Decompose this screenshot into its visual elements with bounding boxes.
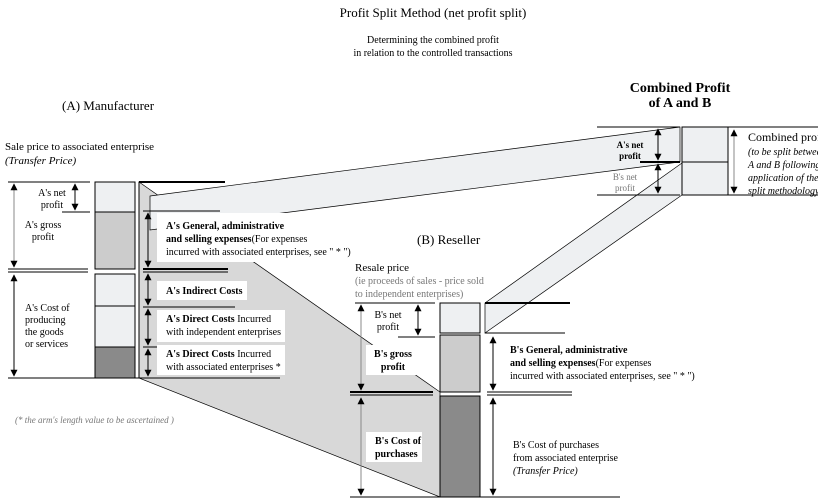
b-gross-profit-label: B's gross (374, 349, 412, 360)
combined-note: (to be split between (748, 147, 818, 158)
a-direct-indep-label-b: Incurred (235, 314, 271, 325)
b-cost-purchases-label: B's Cost of purchases (513, 440, 599, 451)
a-general-label: A's General, administrative (166, 221, 285, 232)
a-indirect-costs-label: A's Indirect Costs (166, 286, 243, 297)
b-cost-purchases-label-3: (Transfer Price) (513, 466, 578, 477)
a-cost-label: A's Cost of (25, 303, 70, 314)
b-cost-purchases-label-2: from associated enterprise (513, 453, 619, 464)
a-direct-assoc-label-b: Incurred (235, 349, 271, 360)
combined-b-net-label: B's net (613, 172, 638, 182)
combined-note-4: split methodology) (748, 186, 818, 197)
manufacturer-heading: (A) Manufacturer (62, 98, 155, 113)
diagram-title: Profit Split Method (net profit split) (340, 5, 527, 20)
combined-heading: Combined Profit (630, 81, 731, 96)
reseller-heading: (B) Reseller (417, 232, 481, 247)
a-cost-label-4: or services (25, 339, 68, 350)
b-net-profit-label-2: profit (377, 322, 399, 333)
svg-text:A's Direct Costs Incurred: A's Direct Costs Incurred (166, 349, 271, 360)
subtitle-line-2: in relation to the controlled transactio… (353, 48, 512, 59)
svg-text:and selling expenses(For expen: and selling expenses(For expenses (510, 358, 652, 369)
resale-price-label: Resale price (355, 262, 409, 274)
b-cost-label-2: purchases (375, 449, 418, 460)
a-general-label-2b: (For expenses (252, 234, 308, 245)
b-gross-profit-label-2: profit (381, 362, 406, 373)
b-general-label-3: incurred with associated enterprises, se… (510, 371, 695, 382)
a-direct-indep-label-2: with independent enterprises (166, 327, 281, 338)
a-gross-profit-label: A's gross (25, 220, 62, 231)
a-direct-assoc-label-2: with associated enterprises * (166, 362, 281, 373)
a-general-label-2: and selling expenses (166, 234, 252, 245)
a-cost-label-3: the goods (25, 327, 64, 338)
combined-profit-label: Combined profit (748, 130, 818, 144)
svg-text:A's Direct Costs Incurred: A's Direct Costs Incurred (166, 314, 271, 325)
combined-a-net-label-2: profit (619, 151, 641, 161)
a-cost-label-2: producing (25, 315, 66, 326)
combined-b-net-label-2: profit (615, 183, 635, 193)
a-general-box (157, 213, 302, 262)
combined-note-3: application of the (748, 173, 818, 184)
a-direct-indep-label: A's Direct Costs (166, 314, 235, 325)
manufacturer-column (94, 181, 140, 379)
sale-price-label: Sale price to associated enterprise (5, 141, 154, 153)
a-net-profit-label-2: profit (41, 200, 63, 211)
reseller-column (439, 302, 481, 498)
b-cost-label: B's Cost of (375, 436, 422, 447)
b-net-profit-band (484, 162, 683, 334)
transfer-price-label: (Transfer Price) (5, 155, 77, 167)
b-general-label-2: and selling expenses (510, 358, 596, 369)
b-net-profit-label: B's net (374, 310, 401, 321)
resale-note: (ie proceeds of sales - price sold (355, 276, 484, 287)
combined-heading-2: of A and B (649, 96, 712, 111)
footnote: (* the arm's length value to be ascertai… (15, 415, 174, 425)
resale-note-2: to independent enterprises) (355, 289, 463, 300)
combined-a-net-label: A's net (617, 140, 644, 150)
a-general-label-3: incurred with associated enterprises, se… (166, 247, 351, 258)
a-direct-assoc-label: A's Direct Costs (166, 349, 235, 360)
a-gross-profit-label-2: profit (32, 232, 54, 243)
combined-note-2: A and B following (747, 160, 818, 171)
subtitle-line-1: Determining the combined profit (367, 35, 499, 46)
svg-text:and selling expenses(For expen: and selling expenses(For expenses (166, 234, 308, 245)
combined-column (681, 126, 729, 196)
a-net-profit-label: A's net (38, 188, 66, 199)
b-general-label: B's General, administrative (510, 345, 628, 356)
b-general-label-2b: (For expenses (596, 358, 652, 369)
